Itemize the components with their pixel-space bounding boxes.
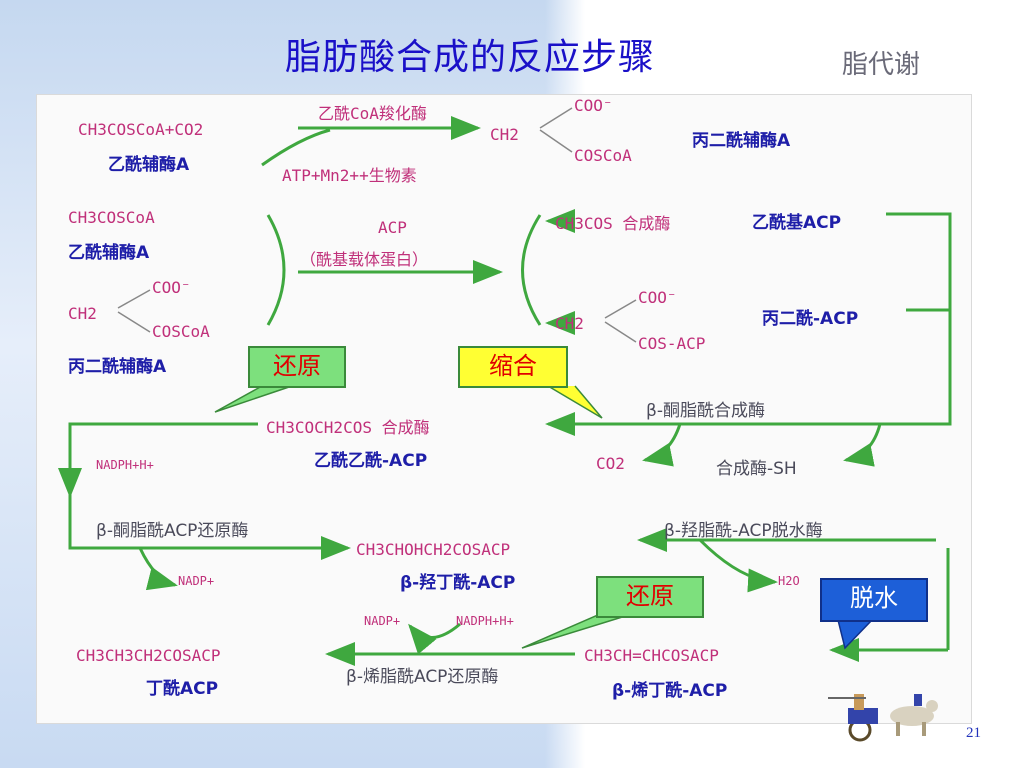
water-release-arrow [698, 538, 778, 593]
malonyl-coscoa-2: COSCoA [152, 322, 210, 341]
reduction-callout-1: 还原 [248, 346, 346, 388]
dehydratase-enzyme: β-羟脂酰-ACP脱水酶 [664, 521, 823, 541]
condensation-callout: 缩合 [458, 346, 568, 388]
carboxylation-cofactors: ATP+Mn2++生物素 [282, 166, 417, 185]
condensation-loop-arrow [545, 212, 952, 436]
right-brace [521, 214, 542, 326]
nadph-in-1: NADPH+H+ [96, 458, 154, 472]
dehydration-callout: 脱水 [820, 578, 928, 622]
nadph-cycle-arrow [408, 622, 461, 655]
hydroxybutyryl-formula: CH3CHOHCH2COSACP [356, 540, 511, 559]
co2-label: CO2 [596, 454, 625, 473]
cofactor-arrow [261, 128, 331, 167]
synthase-sh-label: 合成酶-SH [716, 459, 797, 479]
ketoacyl-reductase-enzyme: β-酮脂酰ACP还原酶 [96, 521, 249, 541]
hydroxybutyryl-acp-name: β-羟丁酰-ACP [400, 573, 516, 593]
malonyl-acp-name: 丙二酰-ACP [762, 309, 859, 329]
slide-subtitle: 脂代谢 [842, 50, 921, 80]
malonyl-coo: COO⁻ [574, 96, 613, 115]
malonyl-coo-2: COO⁻ [152, 278, 191, 297]
enoyl-reductase-enzyme: β-烯脂酰ACP还原酶 [346, 667, 499, 687]
acetyl-coa-co2-formula: CH3COSCoA+CO2 [78, 120, 204, 139]
butyryl-acp-name: 丁酰ACP [146, 679, 219, 699]
acetyl-synthase-formula: CH3COS 合成酶 [555, 214, 671, 233]
acetyl-coa-formula-2: CH3COSCoA [68, 208, 155, 227]
reaction-diagram-panel [36, 94, 972, 724]
synthase-sh-arrow [843, 423, 882, 467]
co2-release-arrow [642, 423, 682, 467]
malonyl-acp-ch2: CH2 [555, 314, 584, 333]
nadp-out-2: NADP+ [364, 614, 401, 628]
left-brace [266, 214, 286, 326]
butyryl-formula: CH3CH3CH2COSACP [76, 646, 221, 665]
chariot-icon [828, 694, 938, 742]
acp-description: （酰基载体蛋白） [300, 250, 429, 269]
butenoyl-acp-name: β-烯丁酰-ACP [612, 681, 728, 701]
malonyl-coa-name-2: 丙二酰辅酶A [68, 357, 167, 377]
acetyl-acp-name: 乙酰基ACP [752, 213, 842, 233]
malonyl-coa-name: 丙二酰辅酶A [692, 131, 791, 151]
malonyl-acp-cos: COS-ACP [638, 334, 706, 353]
ketoacyl-synthase-enzyme: β-酮脂酰合成酶 [646, 401, 765, 421]
butenoyl-formula: CH3CH=CHCOSACP [584, 646, 719, 665]
malonyl-coscoa: COSCoA [574, 146, 632, 165]
carboxylase-enzyme: 乙酰CoA羧化酶 [318, 104, 427, 123]
malonyl-ch2: CH2 [490, 125, 519, 144]
acetoacetyl-acp-name: 乙酰乙酰-ACP [314, 451, 428, 471]
water-label: H2O [778, 574, 800, 588]
acetyl-coa-name: 乙酰辅酶A [108, 155, 190, 175]
malonyl-acp-coo: COO⁻ [638, 288, 677, 307]
nadph-in-2: NADPH+H+ [456, 614, 514, 628]
malonyl-ch2-2: CH2 [68, 304, 97, 323]
acp-label: ACP [378, 218, 407, 237]
acetoacetyl-formula: CH3COCH2COS 合成酶 [266, 418, 430, 437]
nadp-out-arrow-1 [138, 547, 178, 591]
reduction-callout-2: 还原 [596, 576, 704, 618]
acetyl-coa-name-2: 乙酰辅酶A [68, 243, 150, 263]
page-number: 21 [966, 725, 981, 741]
nadp-out-1: NADP+ [178, 574, 215, 588]
slide-title: 脂肪酸合成的反应步骤 [285, 37, 656, 78]
